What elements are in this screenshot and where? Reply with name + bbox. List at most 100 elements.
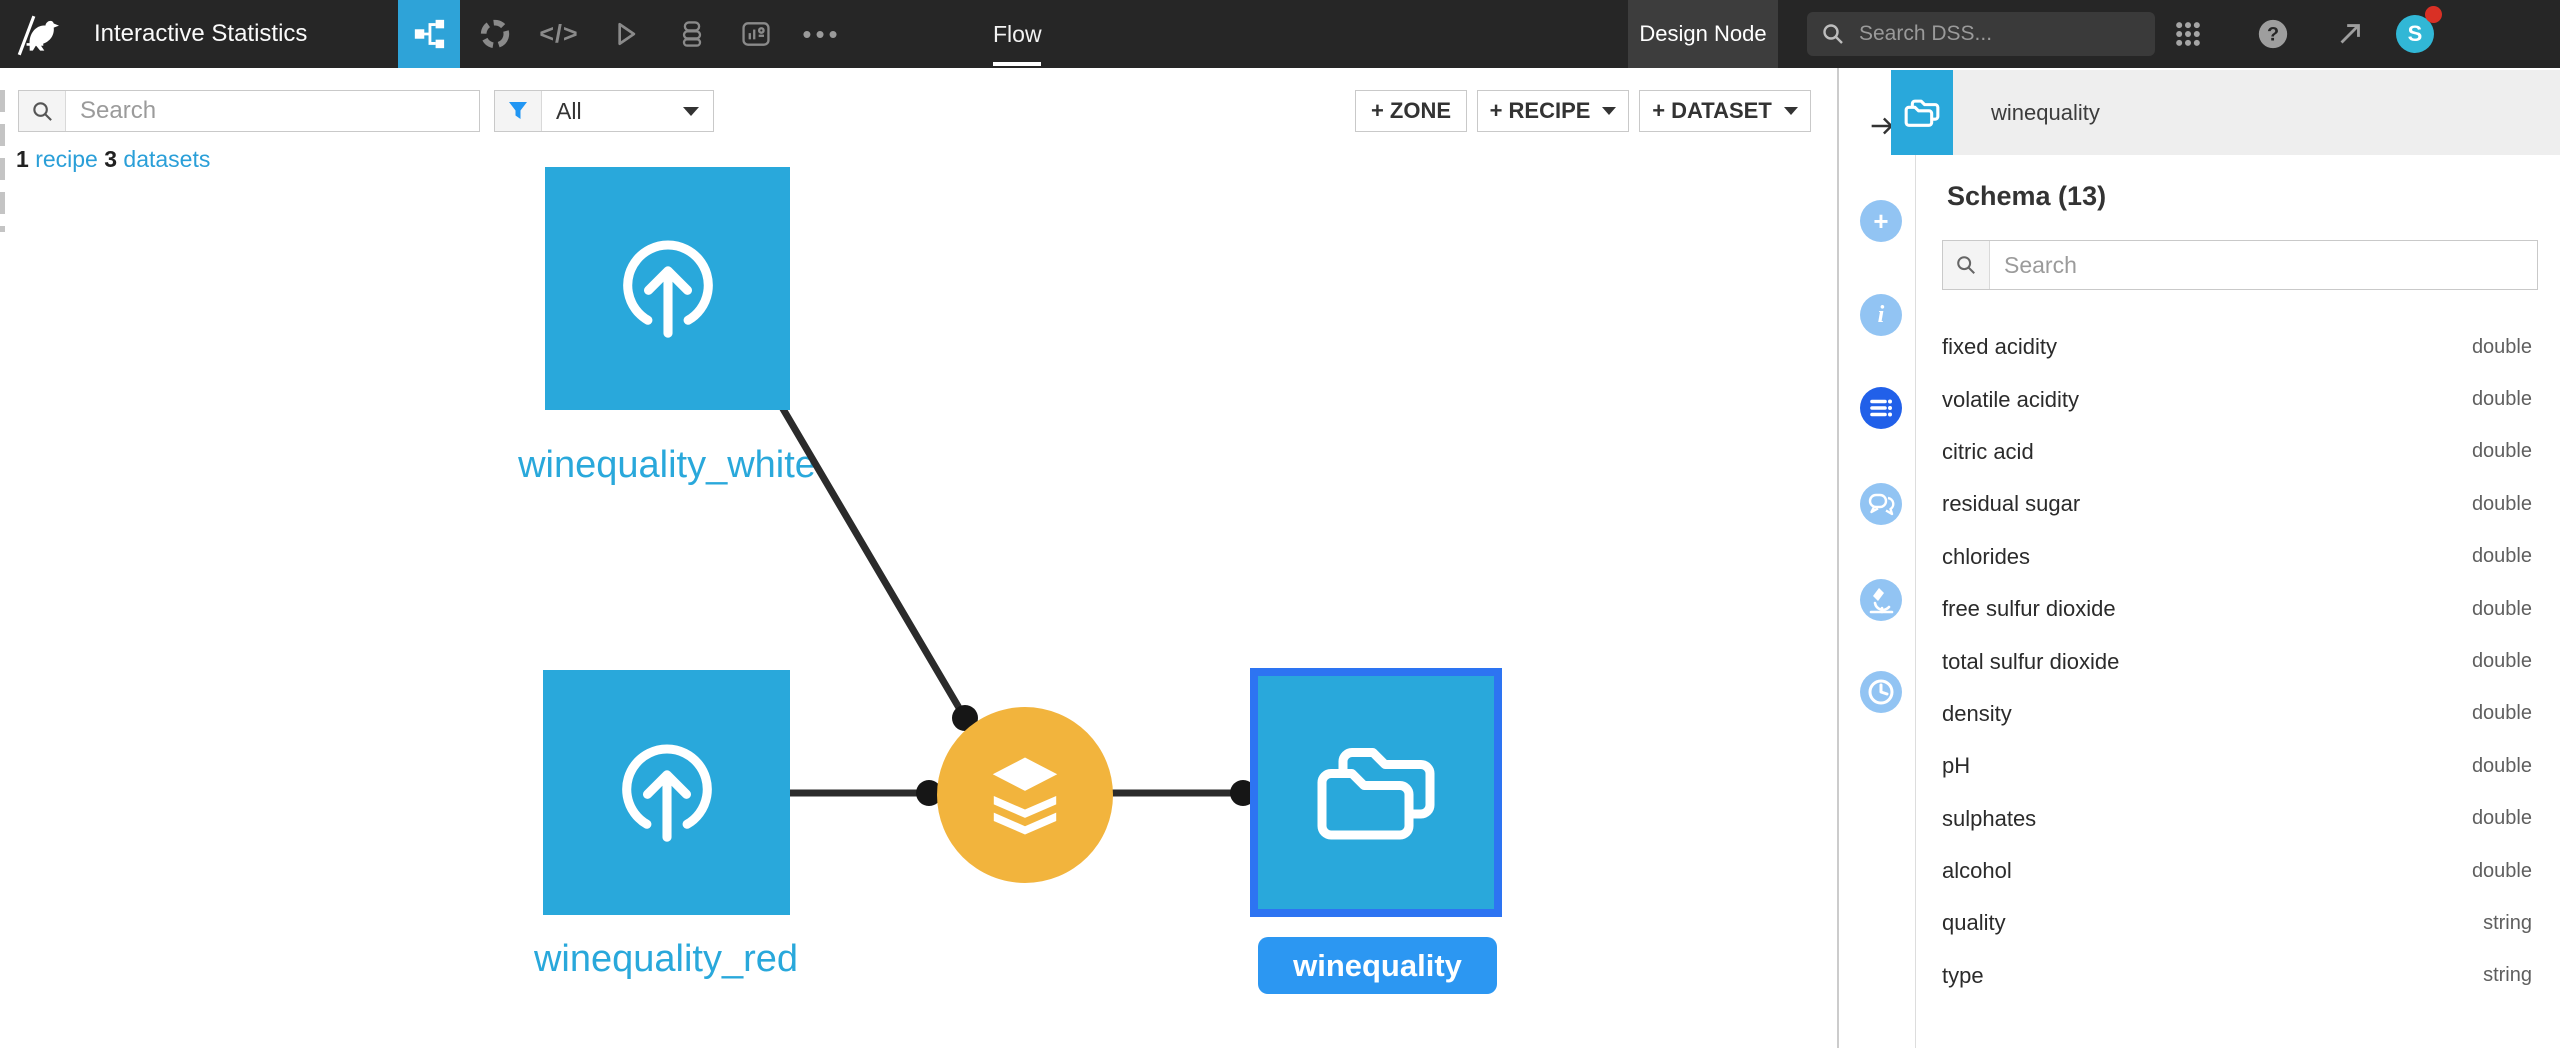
- column-type: double: [2471, 859, 2532, 882]
- avatar-initial: S: [2407, 21, 2423, 46]
- global-search[interactable]: [1807, 12, 2155, 56]
- schema-tab-icon[interactable]: [1860, 387, 1902, 429]
- jobs-stack-icon[interactable]: [670, 0, 714, 68]
- flow-canvas[interactable]: All 1 recipe 3 datasets + ZONE + RECIPE …: [0, 68, 1838, 1048]
- chevron-down-icon: [683, 106, 699, 116]
- search-icon: [1821, 22, 1845, 46]
- schema-row: quality string: [1942, 897, 2532, 949]
- add-dataset-label: + DATASET: [1652, 98, 1772, 123]
- schema-row: chlorides double: [1942, 531, 2532, 583]
- add-zone-button[interactable]: + ZONE: [1355, 90, 1467, 132]
- more-menu-icon[interactable]: •••: [802, 18, 842, 49]
- flow-search-input[interactable]: [66, 91, 479, 131]
- dataiku-logo[interactable]: [14, 12, 60, 58]
- plus-icon: +: [1873, 206, 1889, 236]
- column-type: double: [2471, 492, 2532, 515]
- column-name: total sulfur dioxide: [1942, 648, 2120, 674]
- info-icon: i: [1877, 302, 1885, 328]
- dataset-node-winequality-red[interactable]: [543, 670, 790, 915]
- upload-icon: [602, 728, 732, 858]
- column-type: double: [2471, 702, 2532, 725]
- flow-graph-icon: [412, 17, 446, 51]
- schema-list: fixed acidity double volatile acidity do…: [1942, 321, 2532, 1002]
- dataset-node-winequality-white[interactable]: [545, 167, 790, 410]
- history-clock-tab-icon[interactable]: [1860, 671, 1902, 713]
- canvas-left-scrollbar[interactable]: [0, 90, 5, 232]
- schema-row: citric acid double: [1942, 426, 2532, 478]
- panel-header: winequality: [1891, 70, 2560, 155]
- column-type: double: [2471, 388, 2532, 411]
- user-avatar[interactable]: S: [2396, 6, 2442, 53]
- schema-row: residual sugar double: [1942, 478, 2532, 530]
- schema-row: fixed acidity double: [1942, 321, 2532, 373]
- column-name: sulphates: [1942, 805, 2037, 831]
- add-zone-label: + ZONE: [1370, 98, 1452, 123]
- add-recipe-label: + RECIPE: [1489, 98, 1591, 123]
- upload-icon: [603, 224, 733, 354]
- visual-analyses-icon[interactable]: [473, 0, 517, 68]
- node-label-winequality-red[interactable]: winequality_red: [533, 938, 799, 980]
- discussions-tab-icon[interactable]: [1860, 483, 1902, 525]
- flow-edges: [772, 393, 1260, 806]
- column-name: free sulfur dioxide: [1942, 596, 2116, 622]
- panel-icon-rail: + i: [1839, 68, 1915, 1048]
- global-search-input[interactable]: [1857, 21, 2141, 47]
- dataset-node-winequality-selected[interactable]: [1250, 668, 1502, 917]
- schema-row: volatile acidity double: [1942, 373, 2532, 425]
- svg-text:?: ?: [2267, 24, 2279, 46]
- filter-value: All: [556, 97, 582, 124]
- column-name: type: [1942, 962, 1984, 988]
- column-type: double: [2471, 754, 2532, 777]
- schema-search-input[interactable]: [1990, 241, 2537, 289]
- flow-item-counts: 1 recipe 3 datasets: [16, 146, 210, 173]
- add-dataset-button[interactable]: + DATASET: [1639, 90, 1811, 132]
- panel-body: Schema (13) fixed acidity double volatil…: [1915, 155, 2560, 1048]
- stack-recipe-node[interactable]: [937, 707, 1113, 883]
- apps-grid-icon[interactable]: [2166, 0, 2210, 68]
- column-type: double: [2471, 807, 2532, 830]
- column-name: chlorides: [1942, 543, 2031, 569]
- column-type: double: [2471, 650, 2532, 673]
- schema-row: type string: [1942, 950, 2532, 1002]
- column-type: double: [2471, 440, 2532, 463]
- column-name: density: [1942, 700, 2012, 726]
- column-name: quality: [1942, 910, 2006, 936]
- dashboard-icon[interactable]: [734, 0, 778, 68]
- node-label-winequality-selected[interactable]: winequality: [1258, 937, 1497, 994]
- nav-flow-underline: [993, 62, 1041, 66]
- tab-flow-active[interactable]: [398, 0, 460, 68]
- design-node-button[interactable]: Design Node: [1628, 0, 1778, 68]
- code-icon[interactable]: </>: [539, 19, 579, 48]
- column-type: double: [2471, 335, 2532, 358]
- flow-filter-dropdown[interactable]: All: [494, 90, 714, 132]
- help-icon[interactable]: ?: [2251, 0, 2295, 68]
- recipe-link[interactable]: recipe: [35, 146, 98, 172]
- add-tab-icon[interactable]: +: [1860, 200, 1902, 242]
- column-name: alcohol: [1942, 858, 2012, 884]
- nav-flow-label[interactable]: Flow: [993, 21, 1042, 47]
- filter-funnel-icon: [495, 91, 542, 131]
- right-details-panel: + i: [1838, 68, 2560, 1048]
- column-type: string: [2483, 964, 2532, 987]
- datasets-link[interactable]: datasets: [123, 146, 211, 172]
- add-recipe-button[interactable]: + RECIPE: [1477, 90, 1629, 132]
- notification-dot: [2425, 6, 2442, 23]
- schema-row: free sulfur dioxide double: [1942, 583, 2532, 635]
- schema-row: sulphates double: [1942, 793, 2532, 845]
- schema-row: alcohol double: [1942, 845, 2532, 897]
- column-type: double: [2471, 545, 2532, 568]
- info-tab-icon[interactable]: i: [1860, 294, 1902, 336]
- topbar: Interactive Statistics </>: [0, 0, 2560, 68]
- run-icon[interactable]: [603, 0, 647, 68]
- panel-title: winequality: [1991, 99, 2100, 125]
- schema-search[interactable]: [1942, 240, 2538, 290]
- schema-row: density double: [1942, 688, 2532, 740]
- chevron-down-icon: [1602, 107, 1617, 115]
- stack-icon: [973, 743, 1077, 847]
- schema-row: pH double: [1942, 740, 2532, 792]
- upgrade-arrow-icon[interactable]: [2328, 0, 2372, 68]
- flow-search[interactable]: [18, 90, 480, 132]
- lab-microscope-tab-icon[interactable]: [1860, 579, 1902, 621]
- node-label-winequality-white[interactable]: winequality_white: [518, 444, 816, 486]
